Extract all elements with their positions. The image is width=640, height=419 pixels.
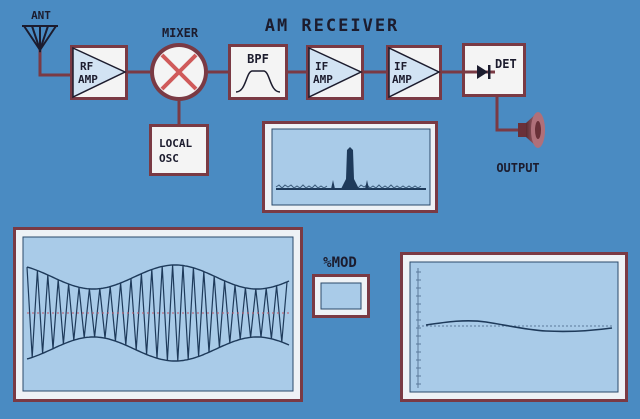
spectrum-carrier-peak (341, 147, 359, 189)
antenna-icon (22, 25, 58, 54)
rf-amp-label-line1: RF (80, 60, 93, 73)
if-amp-2-block: IF AMP (386, 45, 442, 100)
if-amp-1-block: IF AMP (306, 45, 364, 100)
speaker-icon (518, 112, 545, 148)
spectrum-noise (275, 184, 422, 189)
antenna-label: ANT (31, 9, 51, 22)
if-amp-2-label-line2: AMP (392, 73, 412, 86)
bandpass-icon (235, 70, 281, 93)
local-osc-label-line2: OSC (159, 152, 179, 165)
local-osc-block: LOCAL OSC (149, 124, 209, 176)
bpf-block: BPF (228, 44, 288, 100)
mod-indicator (312, 274, 370, 318)
am-envelope-upper (26, 264, 290, 290)
det-label: DET (495, 57, 517, 71)
det-block: DET (462, 43, 526, 97)
mixer-icon (150, 43, 208, 101)
if-amp-1-label-line1: IF (315, 60, 328, 73)
spectrum-sideband-right (365, 180, 369, 189)
mixer-label: MIXER (162, 26, 199, 40)
output-scope (400, 252, 628, 402)
output-trace (425, 319, 613, 333)
waveform-scope (13, 227, 303, 402)
am-waveform (26, 264, 290, 362)
output-axis-ticks (416, 271, 421, 385)
diode-icon (465, 65, 495, 79)
rf-amp-block: RF AMP (70, 45, 128, 100)
mod-label: %MOD (323, 255, 357, 271)
output-label: OUTPUT (496, 161, 539, 175)
am-envelope-lower (26, 336, 290, 362)
if-amp-2-label-line1: IF (394, 60, 407, 73)
spectrum-sideband-left (331, 180, 335, 189)
page-title: AM RECEIVER (265, 16, 400, 36)
spectrum-scope (262, 121, 438, 213)
signal-wires (38, 50, 520, 132)
if-amp-1-label-line2: AMP (313, 73, 333, 86)
bpf-label: BPF (247, 52, 269, 66)
local-osc-label-line1: LOCAL (159, 137, 192, 150)
rf-amp-label-line2: AMP (78, 73, 98, 86)
